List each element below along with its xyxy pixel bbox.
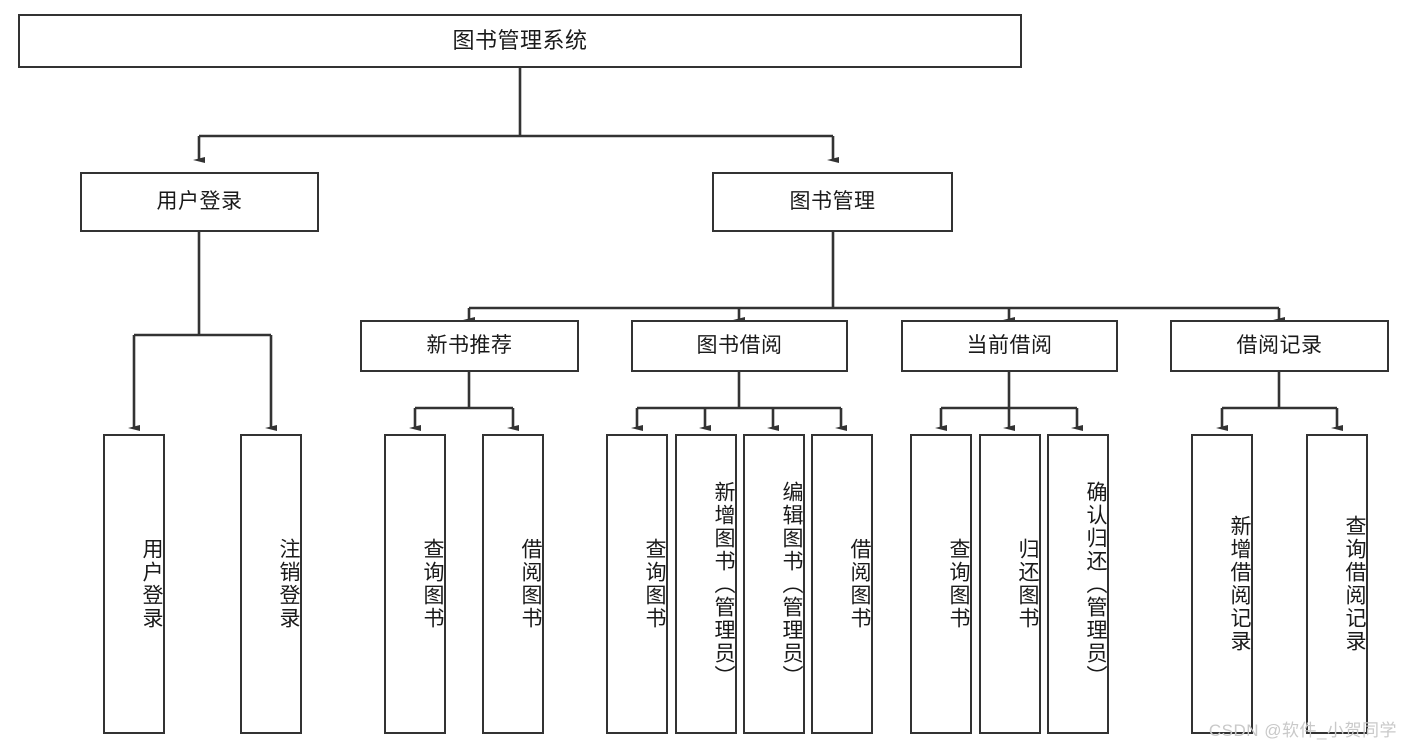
node-label: 借阅图书 [848,538,871,630]
leaf-current-return-book[interactable]: 归还图书 [979,434,1041,734]
leaf-record-add-record[interactable]: 新增借阅记录 [1191,434,1253,734]
leaf-user-login-login[interactable]: 用户登录 [103,434,165,734]
node-user-login[interactable]: 用户登录 [80,172,319,232]
node-label: 图书借阅 [696,334,783,358]
leaf-borrow-edit-book-admin[interactable]: 编辑图书（管理员） [743,434,805,734]
leaf-recommend-query-book[interactable]: 查询图书 [384,434,446,734]
watermark-text: CSDN @软件_小贺同学 [1208,721,1397,740]
node-label: 编辑图书（管理员） [780,480,803,688]
node-label: 借阅记录 [1236,334,1323,358]
node-label: 图书管理 [789,190,876,214]
node-label: 图书管理系统 [452,27,588,53]
node-root-system[interactable]: 图书管理系统 [18,14,1022,68]
node-label: 当前借阅 [966,334,1053,358]
node-label: 查询图书 [643,538,666,630]
node-label: 确认归还（管理员） [1084,480,1107,688]
leaf-current-confirm-return-admin[interactable]: 确认归还（管理员） [1047,434,1109,734]
node-label: 借阅图书 [519,538,542,630]
leaf-borrow-query-book[interactable]: 查询图书 [606,434,668,734]
leaf-current-query-book[interactable]: 查询图书 [910,434,972,734]
node-book-management[interactable]: 图书管理 [712,172,953,232]
node-label: 新增借阅记录 [1228,515,1251,653]
node-new-book-recommend[interactable]: 新书推荐 [360,320,579,372]
node-label: 用户登录 [140,538,163,630]
leaf-user-login-logout[interactable]: 注销登录 [240,434,302,734]
node-label: 注销登录 [277,538,300,630]
node-label: 归还图书 [1016,538,1039,630]
node-label: 新书推荐 [426,334,513,358]
node-label: 查询借阅记录 [1343,515,1366,653]
leaf-borrow-borrow-book[interactable]: 借阅图书 [811,434,873,734]
leaf-record-query-record[interactable]: 查询借阅记录 [1306,434,1368,734]
node-current-borrow[interactable]: 当前借阅 [901,320,1118,372]
node-borrow-record[interactable]: 借阅记录 [1170,320,1389,372]
leaf-recommend-borrow-book[interactable]: 借阅图书 [482,434,544,734]
node-book-borrow[interactable]: 图书借阅 [631,320,848,372]
leaf-borrow-add-book-admin[interactable]: 新增图书（管理员） [675,434,737,734]
node-label: 查询图书 [421,538,444,630]
node-label: 用户登录 [156,190,243,214]
node-label: 查询图书 [947,538,970,630]
node-label: 新增图书（管理员） [712,480,735,688]
